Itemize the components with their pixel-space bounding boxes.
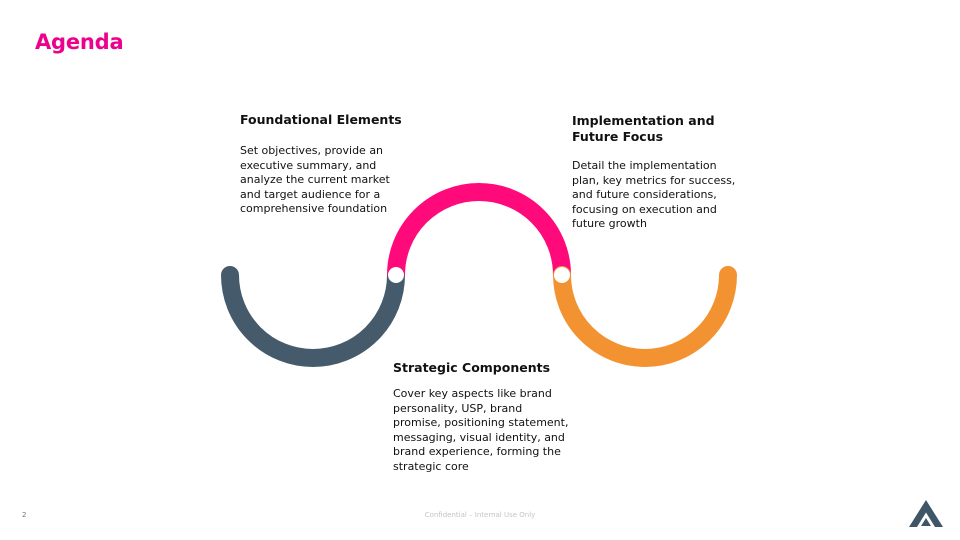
step-body: Detail the implementation plan, key metr… — [572, 159, 736, 230]
step-foundational: Foundational Elements Set objectives, pr… — [240, 112, 405, 217]
slide-title: Agenda — [35, 30, 124, 54]
step-heading: Implementation and Future Focus — [572, 113, 715, 144]
step-strategic: Strategic Components Cover key aspects l… — [393, 360, 573, 474]
junction-dot-left — [388, 267, 404, 283]
arc-foundational — [221, 266, 405, 367]
step-implementation: Implementation and Future Focus Detail t… — [572, 113, 740, 232]
junction-dot-right — [554, 267, 570, 283]
step-heading: Foundational Elements — [240, 112, 402, 127]
step-body: Set objectives, provide an executive sum… — [240, 144, 390, 215]
confidential-footer: Confidential – Internal Use Only — [424, 511, 536, 519]
step-heading: Strategic Components — [393, 360, 551, 375]
arc-implementation — [553, 266, 737, 367]
step-body: Cover key aspects like brand personality… — [393, 387, 569, 473]
page-number: 2 — [22, 511, 27, 519]
chevron-a-logo-icon — [909, 500, 943, 527]
arc-strategic — [387, 183, 571, 276]
